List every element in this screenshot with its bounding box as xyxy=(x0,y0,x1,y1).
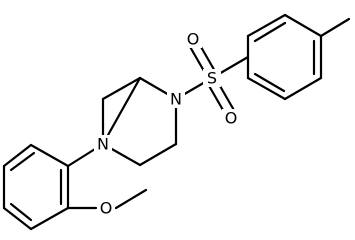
s-label-bg xyxy=(203,69,221,87)
n1-label-bg xyxy=(94,135,112,153)
o-methoxy-label-bg xyxy=(97,199,115,217)
methoxyphenyl-bond-5 xyxy=(29,206,70,231)
atom-labels: N N S O O O xyxy=(94,30,240,218)
methoxyphenyl-bond-2 xyxy=(2,143,33,168)
methyl-bond xyxy=(319,17,351,38)
tolyl-bond-6 xyxy=(246,76,287,101)
bond-c1-upper-c2 xyxy=(101,76,142,101)
methoxyphenyl-double-1 xyxy=(9,151,36,172)
tolyl-double-3 xyxy=(253,72,286,93)
atom-s: S xyxy=(207,69,217,88)
o2-label-bg xyxy=(222,109,240,127)
tolyl-bond-5 xyxy=(283,76,323,101)
methoxyphenyl-double-2 xyxy=(9,202,33,222)
methoxyphenyl-ring xyxy=(2,142,148,231)
tolyl-ring xyxy=(246,13,351,101)
tolyl-bond-3 xyxy=(283,13,323,38)
atom-n1: N xyxy=(97,135,109,154)
atom-o-methoxy: O xyxy=(100,199,113,218)
atom-o1: O xyxy=(187,30,200,49)
bond-n1-c1 xyxy=(101,76,142,146)
o1-label-bg xyxy=(184,30,202,48)
piperazine-ring xyxy=(101,76,178,167)
bond-c3-c4 xyxy=(138,142,178,167)
n2-label-bg xyxy=(167,90,185,108)
atom-o2: O xyxy=(225,109,238,128)
tolyl-bond-2 xyxy=(246,13,287,38)
molecule-structure: N N S O O O xyxy=(2,13,351,231)
tolyl-double-1 xyxy=(253,21,287,43)
methoxy-methyl-bond xyxy=(114,188,148,210)
methoxyphenyl-bond-1 xyxy=(29,143,70,168)
methoxyphenyl-bond-4 xyxy=(2,206,33,231)
atom-n2: N xyxy=(170,90,182,109)
